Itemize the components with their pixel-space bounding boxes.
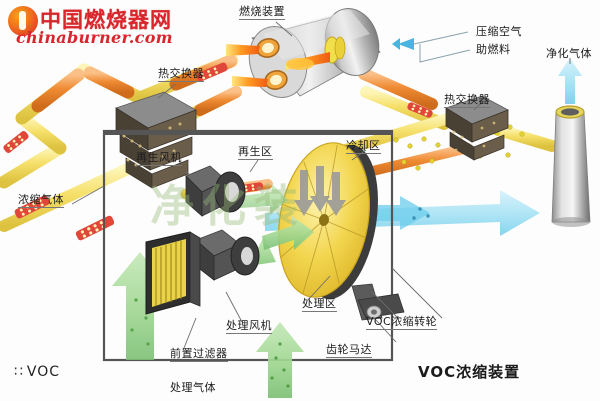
site-logo: 中国燃烧器网 chinaburner.com <box>6 4 192 50</box>
label-auxiliary-fuel: 助燃料 <box>476 43 511 56</box>
voc-legend-marker-icon: ∷ <box>14 364 23 380</box>
voc-legend: ∷VOC <box>14 364 60 380</box>
label-heat-exchanger-left: 热交换器 <box>158 67 204 82</box>
label-voc-rotor: VOC浓缩转轮 <box>366 315 438 330</box>
label-purified-gas: 净化气体 <box>546 47 592 60</box>
regeneration-fan-unit <box>185 165 260 281</box>
label-gear-motor: 齿轮马达 <box>326 343 372 358</box>
voc-unit-enclosure <box>102 129 394 362</box>
label-treatment-fan: 处理风机 <box>226 319 272 334</box>
label-concentrated-gas: 浓缩气体 <box>18 193 64 208</box>
exhaust-stack-unit <box>551 58 591 227</box>
label-leader-lines <box>71 21 571 349</box>
combustion-device-unit <box>226 8 381 98</box>
logo-mark-icon <box>8 6 38 36</box>
label-regeneration-fan: 再生风机 <box>136 151 182 166</box>
label-treatment-zone: 处理区 <box>302 297 337 312</box>
label-regeneration-zone: 再生区 <box>238 145 273 160</box>
voc-legend-label: VOC <box>26 364 61 380</box>
voc-concentration-rotor <box>278 142 405 321</box>
label-process-gas: 处理气体 <box>170 381 216 394</box>
label-compressed-air: 压缩空气 <box>476 25 522 38</box>
label-combustion-device: 燃烧装置 <box>239 5 285 20</box>
label-cooling-zone: 冷却区 <box>346 139 381 154</box>
compressed-air-leader <box>392 31 471 63</box>
label-pre-filter: 前置过滤器 <box>170 347 228 362</box>
diagram-title: VOC浓缩装置 <box>418 363 521 381</box>
logo-chinese-text: 中国燃烧器网 <box>40 8 172 32</box>
heat-exchanger-right-unit <box>445 95 509 161</box>
logo-domain-text: chinaburner.com <box>16 28 173 47</box>
pre-filter-unit <box>145 231 201 315</box>
label-heat-exchanger-right: 热交换器 <box>444 93 490 108</box>
heat-exchanger-left-unit <box>115 91 197 189</box>
